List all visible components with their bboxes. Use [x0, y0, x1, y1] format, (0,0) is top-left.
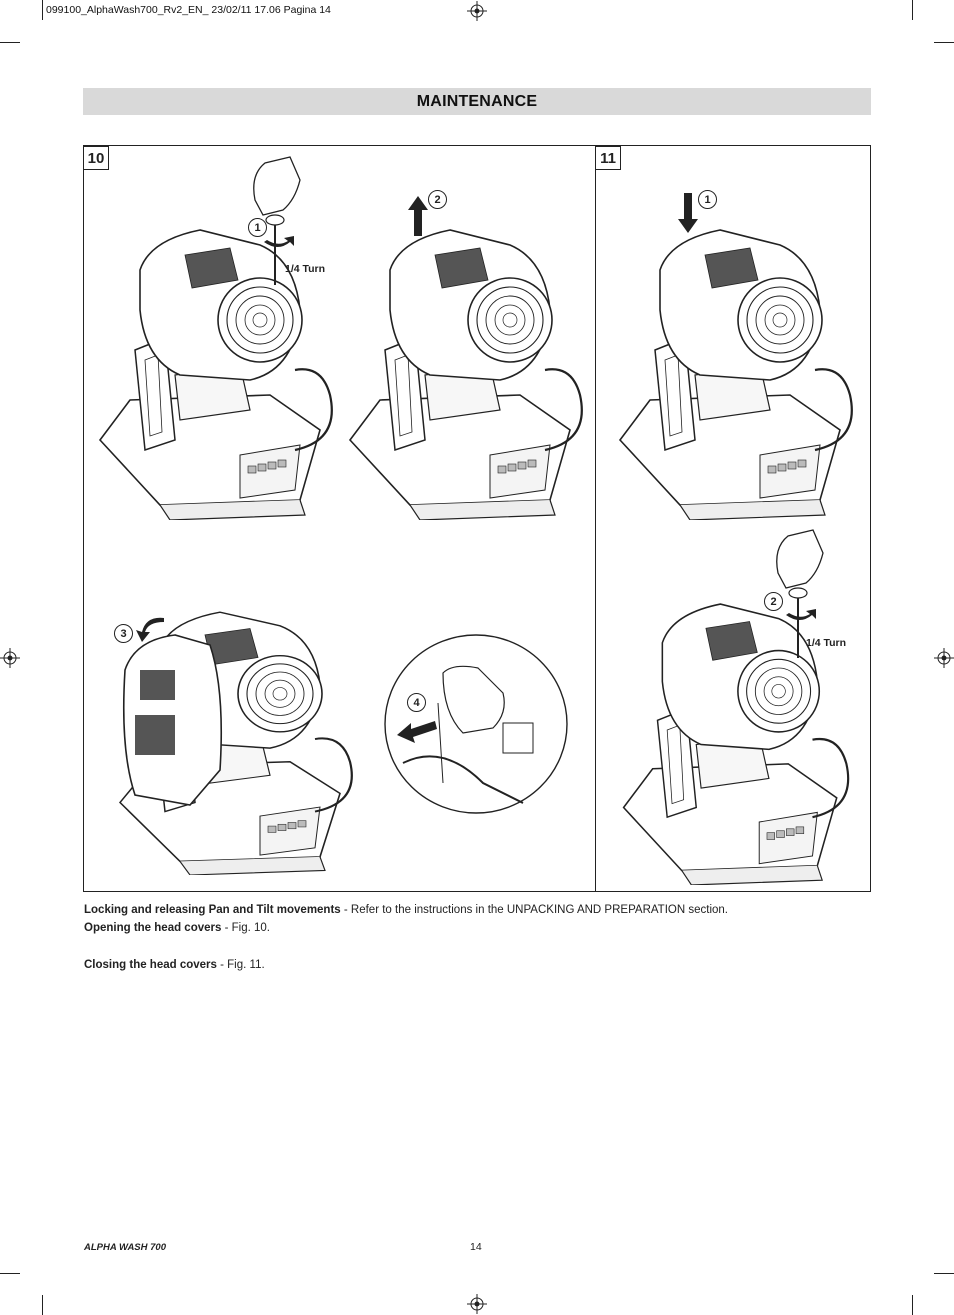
paragraph-text: - Fig. 10. [221, 922, 270, 934]
hand-screwdriver-icon [776, 529, 824, 658]
open-cover-icon [122, 634, 223, 806]
crop-mark [934, 42, 954, 43]
rotate-arrow-icon [264, 236, 294, 247]
step-badge: 1 [698, 190, 717, 209]
crop-mark [42, 1295, 43, 1315]
rotate-arrow-icon [136, 617, 164, 642]
step-badge: 3 [114, 624, 133, 643]
figure-divider [595, 146, 596, 891]
paragraph-text: - Refer to the instructions in the UNPAC… [340, 904, 728, 916]
footer-brand: ALPHA WASH 700 [84, 1242, 166, 1253]
registration-mark-icon [934, 648, 954, 668]
crop-mark [912, 1295, 913, 1315]
moving-head-fixture-icon [618, 228, 853, 520]
crop-mark [42, 0, 43, 20]
figure-number-10: 10 [83, 146, 109, 170]
paragraph-opening-covers: Opening the head covers - Fig. 10. [84, 922, 270, 934]
figures-frame [83, 145, 871, 892]
print-file-info: 099100_AlphaWash700_Rv2_EN_ 23/02/11 17.… [46, 4, 331, 16]
section-header: MAINTENANCE [83, 88, 871, 115]
crop-mark [912, 0, 913, 20]
crop-mark [934, 1273, 954, 1274]
turn-label: 1/4 Turn [285, 263, 326, 275]
paragraph-pan-tilt: Locking and releasing Pan and Tilt movem… [84, 904, 728, 916]
hand-screwdriver-icon [253, 156, 301, 285]
figure-number-11: 11 [595, 146, 621, 170]
step-badge: 2 [428, 190, 447, 209]
paragraph-heading: Opening the head covers [84, 922, 222, 934]
section-title: MAINTENANCE [416, 92, 538, 110]
step-badge: 2 [764, 592, 783, 611]
lift-arrow-icon [408, 196, 428, 236]
paragraph-heading: Locking and releasing Pan and Tilt movem… [84, 904, 341, 916]
crop-mark [0, 42, 20, 43]
registration-mark-icon [467, 1, 487, 21]
paragraph-heading: Closing the head covers [84, 959, 217, 971]
paragraph-text: - Fig. 11. [216, 959, 265, 971]
pull-arrow-icon [397, 721, 437, 743]
press-arrow-icon [678, 193, 698, 233]
turn-label: 1/4 Turn [806, 637, 847, 649]
crop-mark [0, 1273, 20, 1274]
moving-head-fixture-icon [348, 228, 583, 520]
registration-mark-icon [0, 648, 20, 668]
page-number: 14 [470, 1241, 482, 1253]
registration-mark-icon [467, 1294, 487, 1314]
step-badge: 1 [248, 218, 267, 237]
step-badge: 4 [407, 693, 426, 712]
paragraph-closing-covers: Closing the head covers - Fig. 11. [84, 959, 265, 971]
connector-detail-icon [384, 634, 568, 814]
rotate-arrow-icon [786, 609, 816, 620]
